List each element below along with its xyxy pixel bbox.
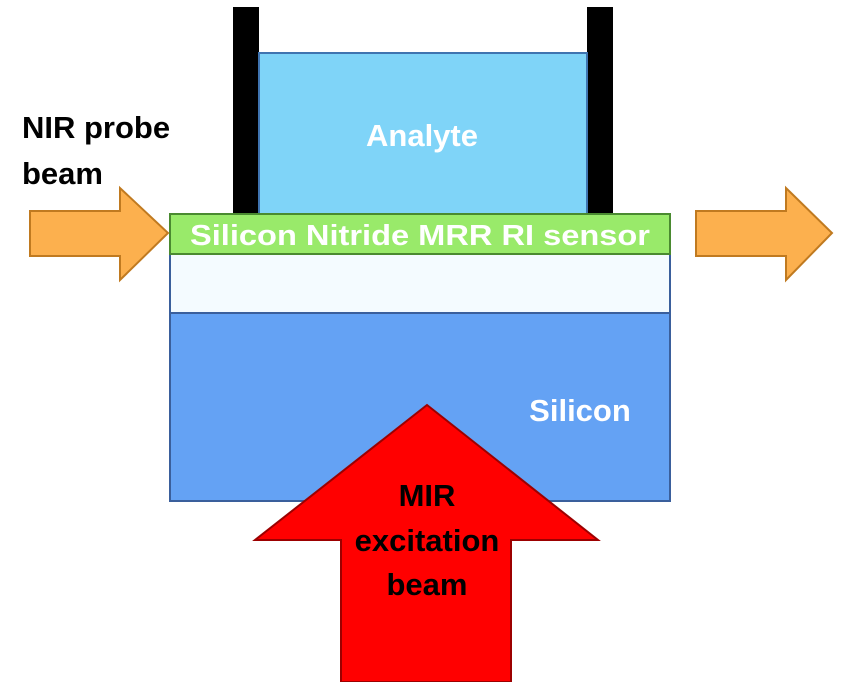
nir-label-line2: beam [22,156,103,191]
mir-excitation-arrow [252,403,601,682]
mir-label-line3: beam [387,567,468,602]
mir-label-line1: MIR [399,478,456,513]
mir-label-line2: excitation [355,523,500,558]
analyte-region [258,52,588,215]
nir-label-line1: NIR probe [22,110,170,145]
nir-output-arrow [695,185,834,283]
oxide-layer [169,253,671,314]
silicon-label: Silicon [529,393,631,428]
right-wall [587,7,613,214]
sensor-label: Silicon Nitride MRR RI sensor [190,220,650,252]
nir-input-arrow [29,185,170,283]
sensor-layer [169,213,671,255]
left-wall [233,7,259,214]
analyte-label: Analyte [366,118,478,153]
